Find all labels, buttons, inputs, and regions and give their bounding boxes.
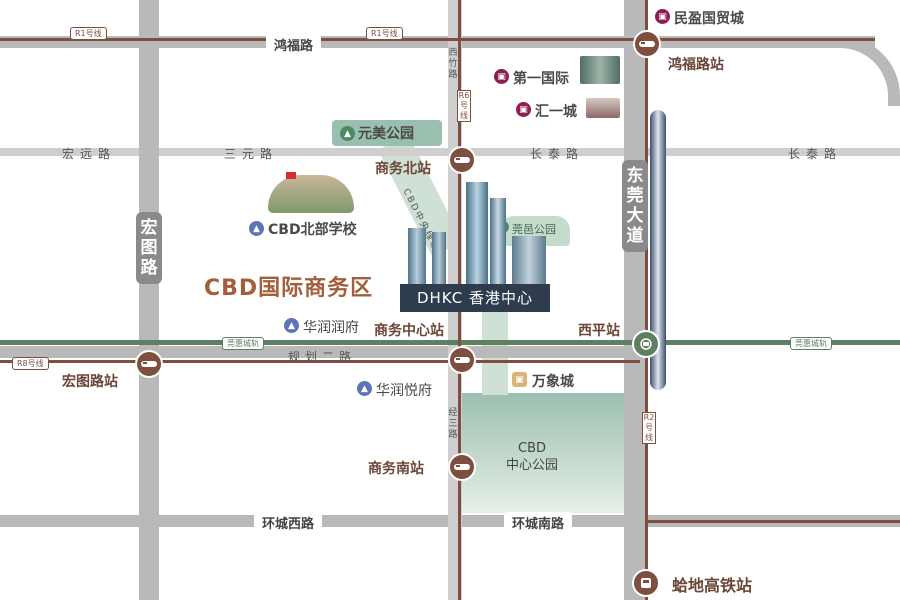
road-label-hongyuan: 宏远路 bbox=[62, 147, 117, 161]
guanhui-intercity-rail bbox=[0, 340, 900, 345]
road-label-huancheng-west: 环城西路 bbox=[254, 512, 323, 533]
shop-bag-icon: ▣ bbox=[655, 9, 670, 24]
road-label-xizhu: 西竹路 bbox=[448, 48, 458, 80]
metro-train-icon bbox=[454, 157, 470, 163]
road-label-hongfu: 鸿福路 bbox=[266, 34, 322, 55]
station-name-shangwu-north: 商务北站 bbox=[375, 161, 431, 177]
station-shangwu-center[interactable] bbox=[448, 346, 476, 374]
building-icon: ▲ bbox=[357, 381, 372, 396]
rail-tag-guanhui-left: 莞惠城轨 bbox=[222, 337, 264, 350]
station-name-xiping: 西平站 bbox=[578, 323, 620, 339]
rail-r1 bbox=[0, 38, 875, 41]
district-label: CBD国际商务区 bbox=[204, 276, 374, 301]
road-label-sanyuan: 三元路 bbox=[224, 147, 279, 161]
poi-huarun-yuefu[interactable]: 华润悦府 bbox=[376, 383, 432, 399]
shop-bag-icon: ▣ bbox=[516, 102, 531, 117]
metro-train-icon bbox=[141, 361, 157, 367]
school-cap-icon: ▲ bbox=[249, 221, 264, 236]
building-icon bbox=[586, 98, 620, 118]
flag-icon bbox=[286, 172, 296, 179]
rail-tag-guanhui-right: 莞惠城轨 bbox=[790, 337, 832, 350]
poi-guanyi-park[interactable]: 莞邑公园 bbox=[512, 223, 556, 236]
station-hedi-hsr[interactable] bbox=[632, 569, 660, 597]
road-label-hongtu: 宏图路 bbox=[136, 212, 162, 284]
road-label-guihua2: 规划二路 bbox=[288, 350, 357, 364]
rail-tag-r6: R6号线 bbox=[457, 90, 471, 122]
station-name-shangwu-south: 商务南站 bbox=[368, 461, 424, 477]
road-label-huancheng-south: 环城南路 bbox=[504, 512, 573, 533]
station-hongfu-road[interactable] bbox=[633, 30, 661, 58]
poi-huarun-runfu[interactable]: 华润润府 bbox=[303, 320, 359, 336]
road-hongfu-curve bbox=[800, 36, 900, 106]
road-label-changtai-mid: 长泰路 bbox=[530, 147, 585, 161]
shop-bag-icon: ▣ bbox=[494, 69, 509, 84]
metro-train-icon bbox=[454, 357, 470, 363]
rail-tag-r8: R8号线 bbox=[12, 357, 49, 370]
mall-icon: ▣ bbox=[512, 372, 527, 387]
poi-wanxiang-cheng[interactable]: 万象城 bbox=[532, 374, 574, 390]
station-xiping[interactable] bbox=[632, 330, 660, 358]
station-hongtu-road[interactable] bbox=[135, 350, 163, 378]
road-label-dongguan-dadao: 东莞大道 bbox=[622, 160, 648, 252]
building-icon: ▲ bbox=[284, 318, 299, 333]
poi-diyi-guoji[interactable]: 第一国际 bbox=[513, 71, 569, 87]
cbd-central-park-area bbox=[462, 393, 624, 513]
poi-cbd-school[interactable]: CBD北部学校 bbox=[268, 222, 357, 238]
project-towers bbox=[404, 178, 550, 284]
poi-cbd-park[interactable]: CBD 中心公园 bbox=[506, 441, 559, 473]
rail-hsr-curve bbox=[648, 520, 900, 523]
rail-r2 bbox=[645, 0, 648, 600]
poi-huiyi-cheng[interactable]: 汇一城 bbox=[535, 104, 577, 120]
road-dongguan-dadao bbox=[624, 0, 648, 600]
station-name-shangwu-center: 商务中心站 bbox=[374, 323, 444, 339]
station-name-hongfu-road: 鸿福路站 bbox=[668, 57, 724, 73]
tree-icon: ▲ bbox=[340, 126, 355, 141]
rail-tag-r1-left: R1号线 bbox=[70, 27, 107, 40]
road-hongtu bbox=[139, 0, 159, 600]
school-building-icon bbox=[268, 175, 354, 213]
station-shangwu-north[interactable] bbox=[448, 146, 476, 174]
rail-r8 bbox=[0, 360, 640, 363]
poi-minying[interactable]: 民盈国贸城 bbox=[674, 11, 744, 27]
hsr-train-icon bbox=[650, 110, 666, 390]
rail-tag-r2: R2号线 bbox=[642, 412, 656, 444]
metro-train-icon bbox=[639, 41, 655, 47]
transfer-icon bbox=[640, 338, 652, 350]
building-icon bbox=[580, 56, 620, 84]
station-name-hedi-hsr: 蛤地高铁站 bbox=[672, 576, 753, 595]
project-label: DHKC 香港中心 bbox=[400, 284, 550, 312]
road-label-changtai-right: 长泰路 bbox=[788, 147, 843, 161]
rail-tag-r1-right: R1号线 bbox=[366, 27, 403, 40]
station-name-hongtu-road: 宏图路站 bbox=[62, 374, 118, 390]
station-shangwu-south[interactable] bbox=[448, 453, 476, 481]
metro-train-icon bbox=[454, 464, 470, 470]
hsr-train-icon bbox=[641, 578, 651, 588]
poi-yuanmei-park[interactable]: 元美公园 bbox=[358, 126, 414, 142]
road-label-jingsan: 经三路 bbox=[448, 408, 458, 440]
